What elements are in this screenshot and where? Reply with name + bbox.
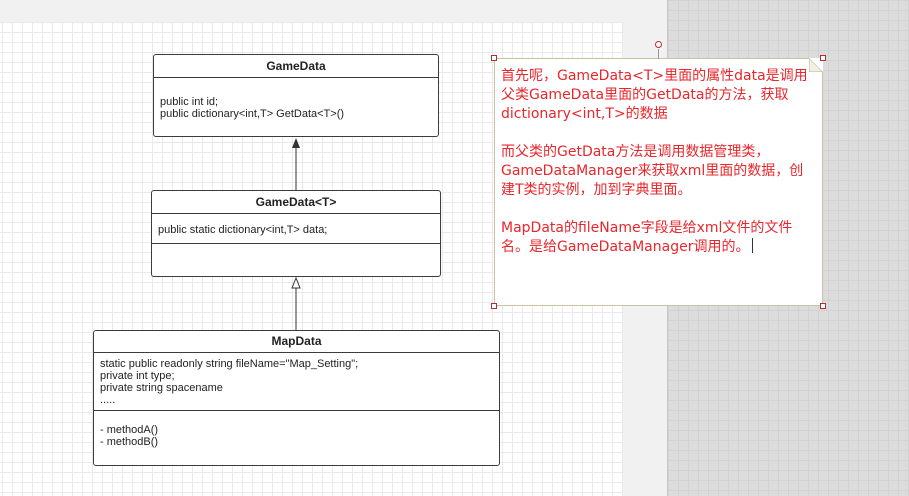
- attribute-line: private int type;: [100, 370, 175, 382]
- note-fold-corner-icon: [809, 58, 823, 72]
- class-attributes: public static dictionary<int,T> data;: [152, 214, 440, 244]
- resize-handle-bottom-left[interactable]: [491, 303, 497, 309]
- rotate-handle-stem: [658, 49, 659, 59]
- resize-handle-top-left[interactable]: [491, 55, 497, 61]
- class-gamedata[interactable]: GameData public int id;public dictionary…: [153, 54, 439, 137]
- note-paragraph-last: MapData的fileName字段是给xml文件的文件名。是给GameData…: [501, 219, 815, 257]
- class-name: MapData: [94, 331, 499, 353]
- attribute-line: .....: [100, 394, 116, 406]
- class-attributes: static public readonly string fileName="…: [94, 353, 499, 411]
- class-mapdata[interactable]: MapData static public readonly string fi…: [93, 330, 500, 466]
- resize-handle-bottom-right[interactable]: [820, 303, 826, 309]
- note-paragraph: 首先呢，GameData<T>里面的属性data是调用父类GameData里面的…: [501, 68, 808, 122]
- attribute-line: private string spacename: [100, 382, 223, 394]
- method-line: - methodB(): [100, 436, 159, 448]
- rotate-handle-icon[interactable]: [655, 41, 662, 48]
- note-text[interactable]: 首先呢，GameData<T>里面的属性data是调用父类GameData里面的…: [501, 67, 815, 257]
- filled-arrowhead-icon: [292, 138, 300, 148]
- class-methods: - methodA()- methodB(): [94, 411, 499, 448]
- class-name: GameData: [154, 55, 438, 78]
- resize-handle-top-right[interactable]: [820, 55, 826, 61]
- note-shape[interactable]: 首先呢，GameData<T>里面的属性data是调用父类GameData里面的…: [494, 58, 823, 306]
- note-paragraph: 而父类的GetData方法是调用数据管理类，GameDataManager来获取…: [501, 144, 804, 198]
- attribute-line: public dictionary<int,T> GetData<T>(): [160, 108, 345, 120]
- attribute-line: static public readonly string fileName="…: [100, 358, 359, 370]
- text-caret: [752, 238, 754, 253]
- attribute-line: public int id;: [160, 96, 219, 108]
- class-attributes: public int id;public dictionary<int,T> G…: [154, 78, 438, 120]
- attribute-line: public static dictionary<int,T> data;: [158, 224, 328, 236]
- open-arrowhead-icon: [291, 276, 301, 289]
- canvas-top-margin: [0, 0, 668, 22]
- note-paragraph-text: MapData的fileName字段是给xml文件的文件名。是给GameData…: [501, 220, 793, 255]
- method-line: - methodA(): [100, 424, 159, 436]
- class-name: GameData<T>: [152, 191, 440, 214]
- class-gamedata-t[interactable]: GameData<T> public static dictionary<int…: [151, 190, 441, 277]
